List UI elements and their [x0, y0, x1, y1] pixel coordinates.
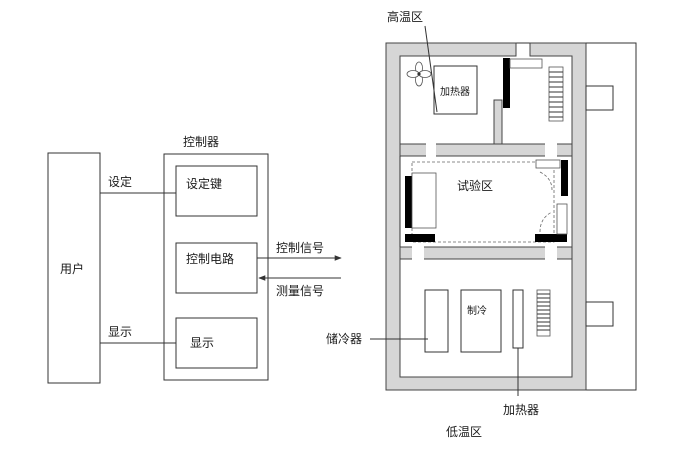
high-zone-heat-sink	[548, 66, 564, 122]
low-zone-heat-sink	[536, 289, 551, 337]
low-zone-heater-element	[512, 289, 524, 349]
refrigeration-label: 制冷	[467, 304, 487, 317]
damper-test-right	[561, 160, 568, 196]
display-box	[175, 317, 258, 369]
low-zone-heater-label: 加热器	[503, 403, 539, 417]
low-zone-label: 低温区	[446, 425, 482, 439]
damper-high-vertical	[503, 58, 510, 108]
low-zone-partition	[399, 246, 573, 260]
refrigeration-box	[460, 289, 502, 353]
control-circuit-label: 控制电路	[186, 251, 234, 266]
chamber-wall-frame	[385, 42, 587, 391]
high-zone-heater-box	[433, 65, 478, 115]
high-zone-inner-wall	[493, 99, 503, 145]
high-zone-partition-gap	[426, 143, 436, 157]
high-zone-partition	[399, 143, 573, 157]
high-zone-label: 高温区	[387, 9, 423, 24]
fan-icon	[406, 61, 432, 87]
control-signal-label: 控制信号	[276, 241, 324, 255]
damper-test-left	[405, 176, 412, 228]
high-zone-partition-gap2	[545, 143, 557, 157]
controller-title: 控制器	[183, 135, 219, 149]
display-label: 显示	[190, 336, 214, 350]
display-link-label: 显示	[108, 325, 132, 339]
user-box	[47, 152, 101, 384]
high-zone-leader	[424, 25, 438, 113]
damper-high-horizontal	[509, 58, 543, 69]
low-zone-partition-gap	[412, 246, 424, 260]
test-zone-boundary	[411, 161, 555, 243]
set-key-box	[175, 165, 258, 217]
damper-test-left-bottom	[405, 234, 435, 242]
set-link-label: 设定	[108, 174, 132, 189]
control-circuit-box	[175, 242, 258, 294]
set-key-label: 设定键	[186, 176, 222, 191]
test-zone-label: 试验区	[457, 178, 493, 193]
door-arc-right-lower	[539, 211, 553, 233]
external-pipe-top	[585, 85, 614, 111]
user-label: 用户	[60, 261, 84, 276]
damper-test-right-frame	[535, 159, 561, 169]
door-arc-right	[539, 171, 553, 191]
damper-test-right-bottom	[535, 234, 567, 242]
external-pipe-bottom	[585, 301, 614, 327]
measure-signal-label: 测量信号	[276, 284, 324, 298]
damper-test-right-lower-frame	[556, 203, 568, 235]
cold-storage-label: 储冷器	[326, 331, 362, 346]
damper-test-left-frame	[411, 172, 437, 229]
high-zone-heater-label: 加热器	[440, 85, 470, 98]
low-zone-partition-gap2	[545, 246, 557, 260]
cold-storage-box	[424, 289, 449, 353]
